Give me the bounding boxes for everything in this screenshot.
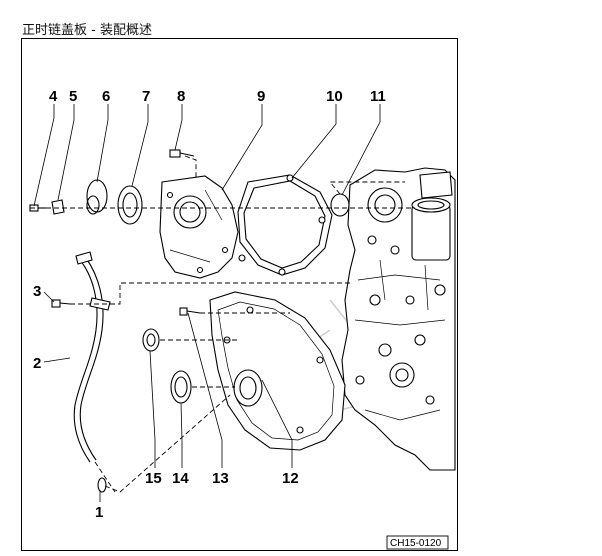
callout-8: 8 bbox=[177, 88, 185, 105]
part-5-clip bbox=[51, 199, 65, 215]
engine-block bbox=[341, 167, 456, 471]
callout-10: 10 bbox=[326, 88, 343, 105]
callout-4: 4 bbox=[49, 88, 58, 105]
callout-numbers: 4 5 6 7 8 9 10 11 3 2 1 15 14 13 12 bbox=[33, 88, 386, 521]
callout-1: 1 bbox=[95, 504, 103, 521]
diagram-frame bbox=[21, 38, 458, 551]
part-12-lower-timing-cover bbox=[209, 291, 346, 451]
part-1-o-ring bbox=[97, 477, 107, 493]
callout-6: 6 bbox=[102, 88, 110, 105]
callout-14: 14 bbox=[172, 470, 189, 487]
leader-lines bbox=[33, 104, 381, 502]
figure-code: CH15-0120 bbox=[390, 538, 442, 549]
callout-2: 2 bbox=[33, 355, 41, 372]
callout-5: 5 bbox=[69, 88, 77, 105]
part-7-seal-ring bbox=[117, 185, 143, 225]
part-9-upper-timing-cover bbox=[159, 175, 239, 279]
figure-code-box: CH15-0120 bbox=[386, 535, 449, 550]
page-title: 正时链盖板 - 装配概述 bbox=[22, 23, 152, 38]
callout-7: 7 bbox=[142, 88, 150, 105]
callout-13: 13 bbox=[212, 470, 229, 487]
part-3-bolt bbox=[51, 299, 71, 308]
part-13-bolt bbox=[179, 307, 201, 316]
part-15-seal bbox=[142, 328, 160, 352]
callout-9: 9 bbox=[257, 88, 265, 105]
part-8-screw bbox=[169, 149, 195, 158]
callout-12: 12 bbox=[282, 470, 299, 487]
part-2-dipstick-tube bbox=[73, 251, 111, 463]
assembly-lines bbox=[30, 155, 415, 493]
part-10-gasket bbox=[237, 174, 333, 276]
callout-3: 3 bbox=[33, 283, 41, 300]
callout-11: 11 bbox=[370, 88, 386, 105]
part-6-flange bbox=[86, 179, 108, 215]
part-14-seal bbox=[170, 370, 192, 404]
callout-15: 15 bbox=[145, 470, 162, 487]
part-11-o-ring bbox=[330, 193, 350, 217]
